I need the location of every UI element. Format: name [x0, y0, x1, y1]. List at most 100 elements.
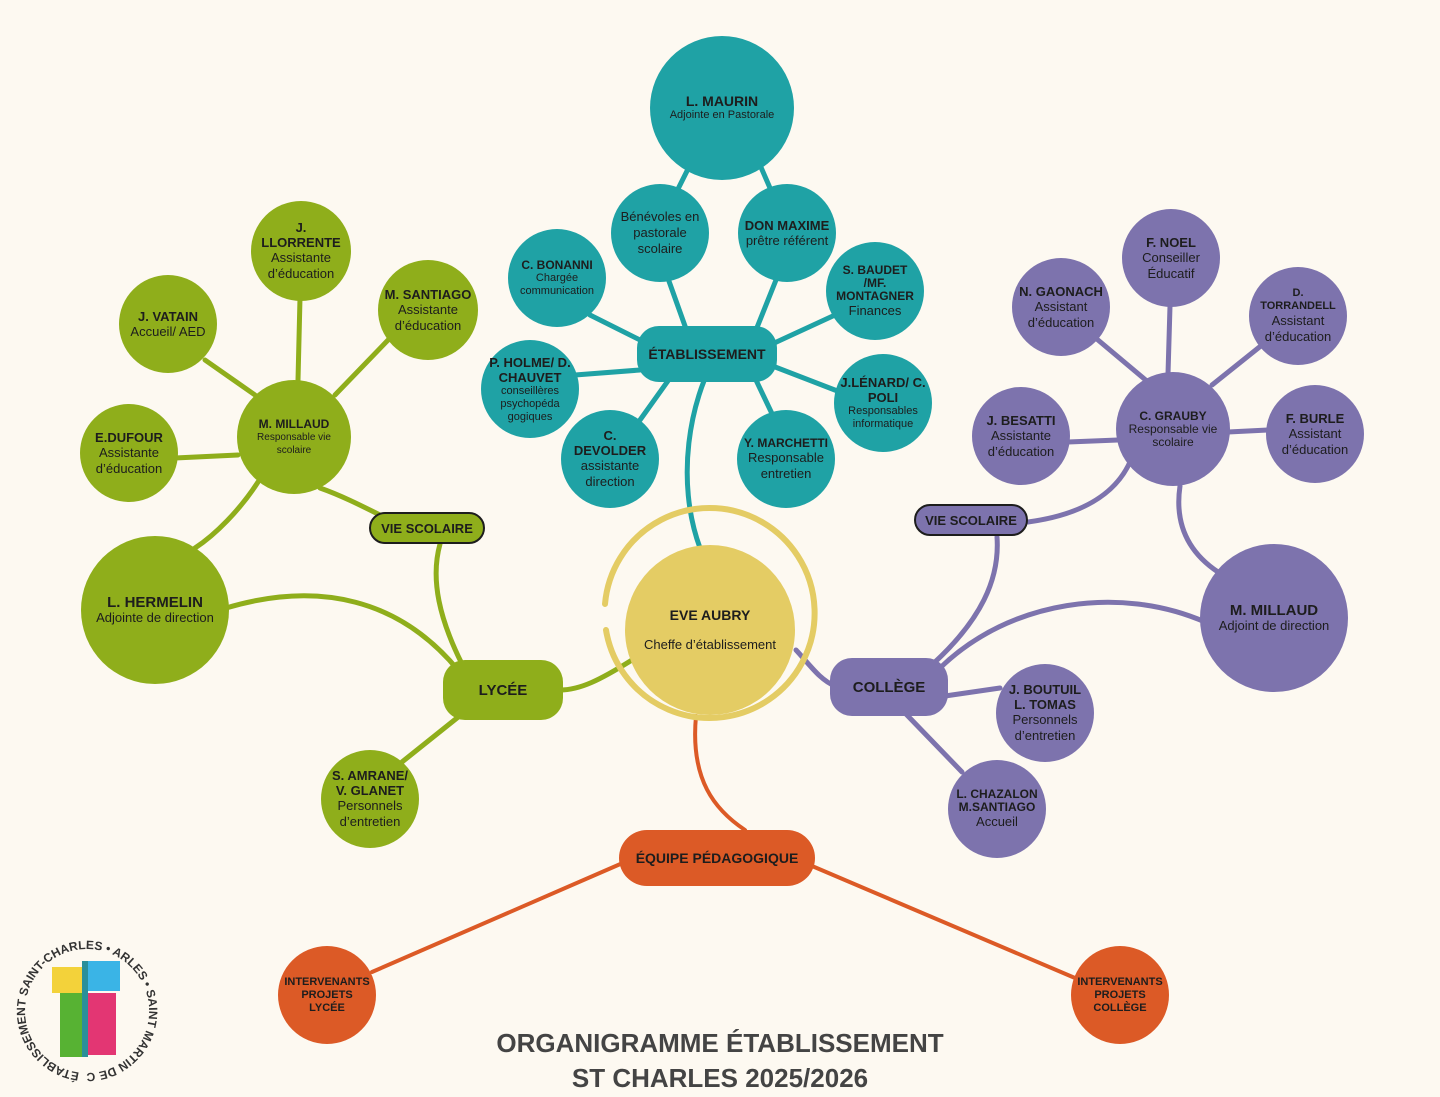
burle-role: Assistant d’éducation	[1281, 425, 1349, 457]
etablissement-label: ÉTABLISSEMENT	[648, 346, 766, 362]
dufour-name: E.DUFOUR	[95, 429, 163, 445]
torrandell-role: Assistant d’éducation	[1264, 313, 1332, 344]
amrane-name: S. AMRANE/ V. GLANET	[331, 768, 409, 798]
dufour-node[interactable]: E.DUFOUR Assistante d’éducation	[80, 404, 178, 502]
torrandell-node[interactable]: D. TORRANDELL Assistant d’éducation	[1249, 267, 1347, 365]
lenard-name: J.LÉNARD/ C. POLI	[840, 375, 926, 405]
llorrente-name: J. LLORRENTE	[261, 220, 341, 250]
lycee-millaud-role: Responsable vie scolaire	[257, 431, 331, 456]
dufour-role: Assistante d’éducation	[95, 444, 163, 476]
maurin-node[interactable]: L. MAURIN Adjointe en Pastorale	[650, 36, 794, 180]
link-etab-baudet	[767, 312, 838, 348]
noel-name: F. NOEL	[1146, 234, 1196, 250]
torrandell-name: D. TORRANDELL	[1260, 287, 1336, 312]
link-pedagogique-lycee	[370, 860, 627, 974]
link-college-millaud	[937, 599, 1208, 671]
intervenants-lycee-node[interactable]: INTERVENANTS PROJETS LYCÉE	[278, 946, 376, 1044]
bonanni-node[interactable]: C. BONANNI Chargée communication	[508, 229, 606, 327]
link-center-lycee	[557, 657, 635, 693]
llorrente-node[interactable]: J. LLORRENTE Assistante d’éducation	[251, 201, 351, 301]
link-lycee-hermelin	[223, 593, 461, 673]
holme-role: conseillères psychopéda gogiques	[500, 384, 560, 423]
pedagogique-pill[interactable]: ÉQUIPE PÉDAGOGIQUE	[619, 830, 815, 886]
chazalon-role: Accueil	[976, 814, 1018, 829]
don-maxime-node[interactable]: DON MAXIME prêtre référent	[738, 184, 836, 282]
director-node[interactable]: EVE AUBRY Cheffe d’établissement	[625, 545, 795, 715]
link-lycee-amrane	[399, 711, 465, 765]
link-lycee-viescolaire	[433, 541, 465, 667]
marchetti-role: Responsable entretien	[748, 449, 824, 481]
center-ring-outer	[602, 505, 818, 721]
link-grauby-besatti	[1065, 437, 1121, 445]
baudet-name: S. BAUDET /MF. MONTAGNER	[836, 262, 914, 303]
vatain-node[interactable]: J. VATAIN Accueil/ AED	[119, 275, 217, 373]
logo-square-cyan	[86, 961, 120, 991]
hermelin-role: Adjointe de direction	[96, 609, 214, 625]
link-viescolaire-grauby	[1025, 459, 1133, 525]
link-millaud-santiago	[332, 335, 393, 398]
hermelin-name: L. HERMELIN	[107, 593, 203, 611]
link-etab-lenard	[767, 362, 843, 395]
burle-name: F. BURLE	[1285, 410, 1345, 426]
marchetti-node[interactable]: Y. MARCHETTI Responsable entretien	[737, 410, 835, 508]
logo-bar-pink	[86, 993, 116, 1055]
lycee-millaud-node[interactable]: M. MILLAUD Responsable vie scolaire	[237, 380, 351, 494]
maurin-name: L. MAURIN	[685, 93, 759, 109]
lycee-vie-scolaire-pill[interactable]: VIE SCOLAIRE	[369, 512, 485, 544]
hermelin-node[interactable]: L. HERMELIN Adjointe de direction	[81, 536, 229, 684]
lycee-label: LYCÉE	[478, 681, 528, 699]
lycee-pill[interactable]: LYCÉE	[443, 660, 563, 720]
grauby-name: C. GRAUBY	[1139, 408, 1207, 423]
link-pedagogique-college	[810, 864, 1077, 980]
school-logo: ÉTABLISSEMENT SAINT-CHARLES • ARLES • SA…	[0, 925, 160, 1084]
don-maxime-role: prêtre référent	[745, 232, 829, 248]
logo-bar-teal	[82, 961, 88, 1057]
lenard-node[interactable]: J.LÉNARD/ C. POLI Responsables informati…	[834, 354, 932, 452]
page-title: ORGANIGRAMME ÉTABLISSEMENT ST CHARLES 20…	[420, 1026, 1020, 1096]
link-college-chazalon	[902, 710, 965, 775]
boutuil-node[interactable]: J. BOUTUIL L. TOMAS Personnels d’entreti…	[996, 664, 1094, 762]
besatti-role: Assistante d’éducation	[987, 427, 1055, 459]
baudet-node[interactable]: S. BAUDET /MF. MONTAGNER Finances	[826, 242, 924, 340]
college-vie-scolaire-label: VIE SCOLAIRE	[925, 512, 1017, 528]
link-grauby-gaonach	[1095, 337, 1151, 385]
chazalon-node[interactable]: L. CHAZALON M.SANTIAGO Accueil	[948, 760, 1046, 858]
holme-node[interactable]: P. HOLME/ D. CHAUVET conseillères psycho…	[481, 340, 579, 438]
santiago-node[interactable]: M. SANTIAGO Assistante d’éducation	[378, 260, 478, 360]
link-etab-holme	[572, 367, 643, 378]
link-grauby-burle	[1225, 427, 1271, 435]
page-title-line1: ORGANIGRAMME ÉTABLISSEMENT	[496, 1028, 944, 1058]
don-maxime-name: DON MAXIME	[744, 217, 830, 233]
holme-name: P. HOLME/ D. CHAUVET	[489, 354, 571, 385]
logo-square-yellow	[52, 967, 82, 993]
college-millaud-node[interactable]: M. MILLAUD Adjoint de direction	[1200, 544, 1348, 692]
college-vie-scolaire-pill[interactable]: VIE SCOLAIRE	[914, 504, 1028, 536]
link-center-pedagogique	[693, 714, 747, 832]
noel-node[interactable]: F. NOEL Conseiller Éducatif	[1122, 209, 1220, 307]
benevoles-role: Bénévoles en pastorale scolaire	[620, 209, 700, 256]
link-millaud-llorrente	[295, 295, 303, 383]
pedagogique-label: ÉQUIPE PÉDAGOGIQUE	[635, 850, 799, 866]
link-millaud-vatain	[202, 357, 258, 398]
grauby-node[interactable]: C. GRAUBY Responsable vie scolaire	[1116, 372, 1230, 486]
link-center-etablissement	[684, 353, 719, 551]
amrane-node[interactable]: S. AMRANE/ V. GLANET Personnels d’entret…	[321, 750, 419, 848]
intervenants-college-node[interactable]: INTERVENANTS PROJETS COLLÈGE	[1071, 946, 1169, 1044]
benevoles-node[interactable]: Bénévoles en pastorale scolaire	[611, 184, 709, 282]
gaonach-node[interactable]: N. GAONACH Assistant d’éducation	[1012, 258, 1110, 356]
burle-node[interactable]: F. BURLE Assistant d’éducation	[1266, 385, 1364, 483]
college-pill[interactable]: COLLÈGE	[830, 658, 948, 716]
lycee-millaud-name: M. MILLAUD	[258, 416, 330, 431]
college-millaud-name: M. MILLAUD	[1229, 601, 1319, 619]
link-etab-devolder	[637, 375, 673, 423]
besatti-node[interactable]: J. BESATTI Assistante d’éducation	[972, 387, 1070, 485]
devolder-node[interactable]: C. DEVOLDER assistante direction	[561, 410, 659, 508]
etablissement-pill[interactable]: ÉTABLISSEMENT	[637, 326, 777, 382]
intervenants-college-label: INTERVENANTS PROJETS COLLÈGE	[1077, 975, 1163, 1014]
lycee-vie-scolaire-label: VIE SCOLAIRE	[381, 520, 473, 536]
devolder-role: assistante direction	[580, 458, 640, 489]
vatain-name: J. VATAIN	[138, 308, 198, 324]
noel-role: Conseiller Éducatif	[1142, 249, 1200, 281]
college-label: COLLÈGE	[852, 678, 926, 696]
director-name: EVE AUBRY	[669, 606, 751, 623]
